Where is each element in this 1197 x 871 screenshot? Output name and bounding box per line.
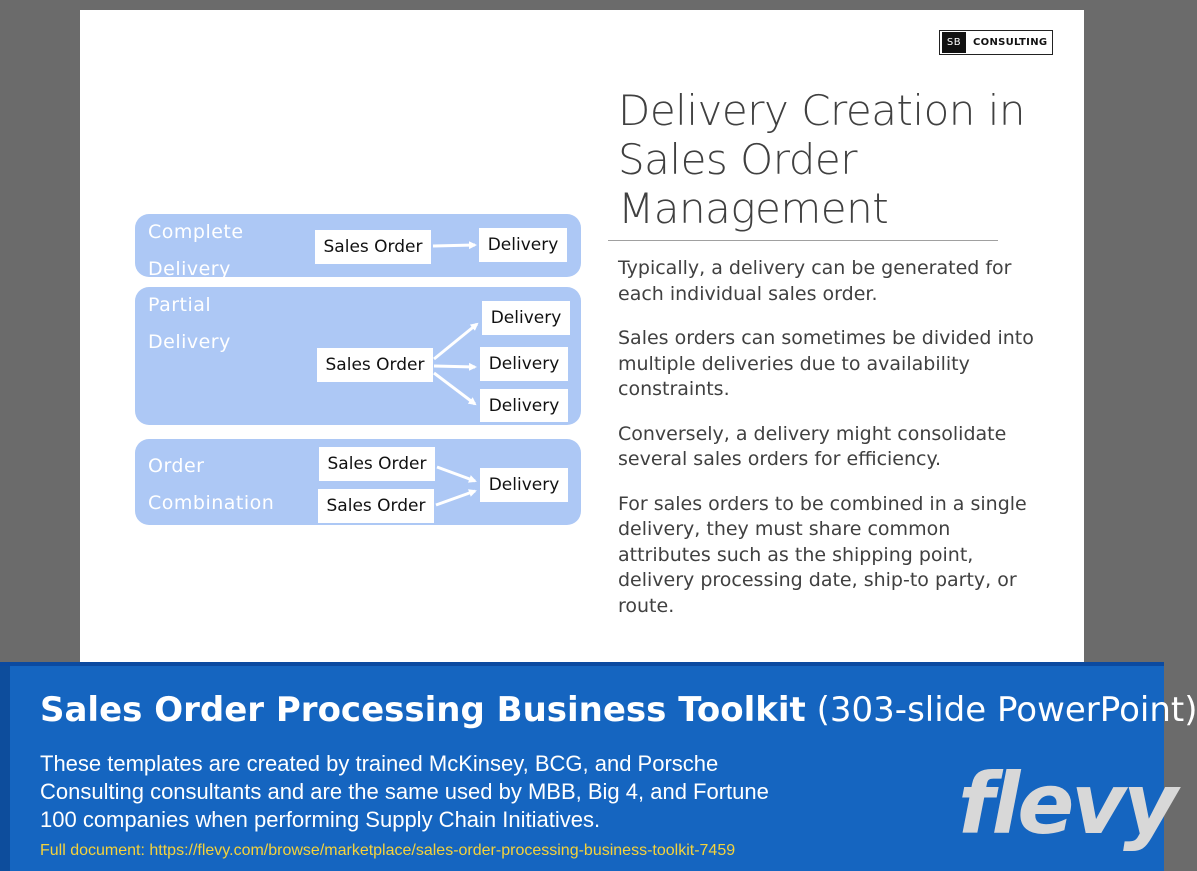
combination-arrows (435, 465, 477, 507)
delivery-box: Delivery (480, 347, 568, 381)
combination-label-line1: Order (148, 455, 205, 477)
paragraph: Conversely, a delivery might consolidate… (618, 422, 1007, 471)
partial-delivery-panel: Partial Delivery Sales Order Delivery De… (135, 287, 581, 425)
slide-body: Typically, a delivery can be generated f… (618, 256, 1038, 638)
slide-title: Delivery Creation in Sales Order Managem… (618, 86, 1026, 233)
flevy-logo: flevy (958, 754, 1178, 854)
flevy-logo-text: flevy (958, 755, 1178, 853)
delivery-box: Delivery (480, 389, 568, 422)
footer-description: These templates are created by trained M… (40, 751, 769, 832)
footer-title: Sales Order Processing Business Toolkit … (40, 690, 1197, 730)
delivery-box: Delivery (482, 301, 570, 335)
promo-footer: Sales Order Processing Business Toolkit … (0, 662, 1197, 871)
slide: SB CONSULTING Delivery Creation in Sales… (80, 10, 1084, 662)
paragraph: Typically, a delivery can be generated f… (618, 257, 1012, 305)
sales-order-box: Sales Order (318, 489, 434, 523)
complete-arrow (432, 241, 477, 250)
paragraph: Sales orders can sometimes be divided in… (618, 327, 1034, 400)
partial-label-line2: Delivery (148, 331, 231, 353)
footer-stripe (0, 666, 10, 871)
partial-label-line1: Partial (148, 294, 212, 316)
combination-label-line2: Combination (148, 492, 275, 514)
logo-text: CONSULTING (973, 37, 1048, 48)
delivery-box: Delivery (480, 468, 568, 502)
sales-order-box: Sales Order (317, 348, 433, 382)
partial-delivery-label: Partial Delivery (148, 287, 288, 361)
sales-order-box: Sales Order (319, 447, 435, 481)
footer-title-light: (303-slide PowerPoint) (816, 690, 1197, 730)
delivery-box: Delivery (479, 228, 567, 262)
order-combination-panel: Order Combination Sales Order Sales Orde… (135, 439, 581, 525)
logo-mark: SB (942, 32, 966, 53)
footer-title-bold: Sales Order Processing Business Toolkit (40, 690, 806, 730)
complete-delivery-panel: Complete Delivery Sales Order Delivery (135, 214, 581, 280)
paragraph: For sales orders to be combined in a sin… (618, 492, 1027, 617)
order-combination-label: Order Combination (148, 448, 288, 522)
complete-delivery-label: Complete Delivery (148, 221, 244, 280)
full-document-link[interactable]: Full document: https://flevy.com/browse/… (40, 842, 736, 859)
sales-order-box: Sales Order (315, 230, 431, 264)
title-divider (608, 240, 998, 241)
partial-arrows (433, 322, 479, 406)
sb-consulting-logo: SB CONSULTING (939, 30, 1053, 55)
